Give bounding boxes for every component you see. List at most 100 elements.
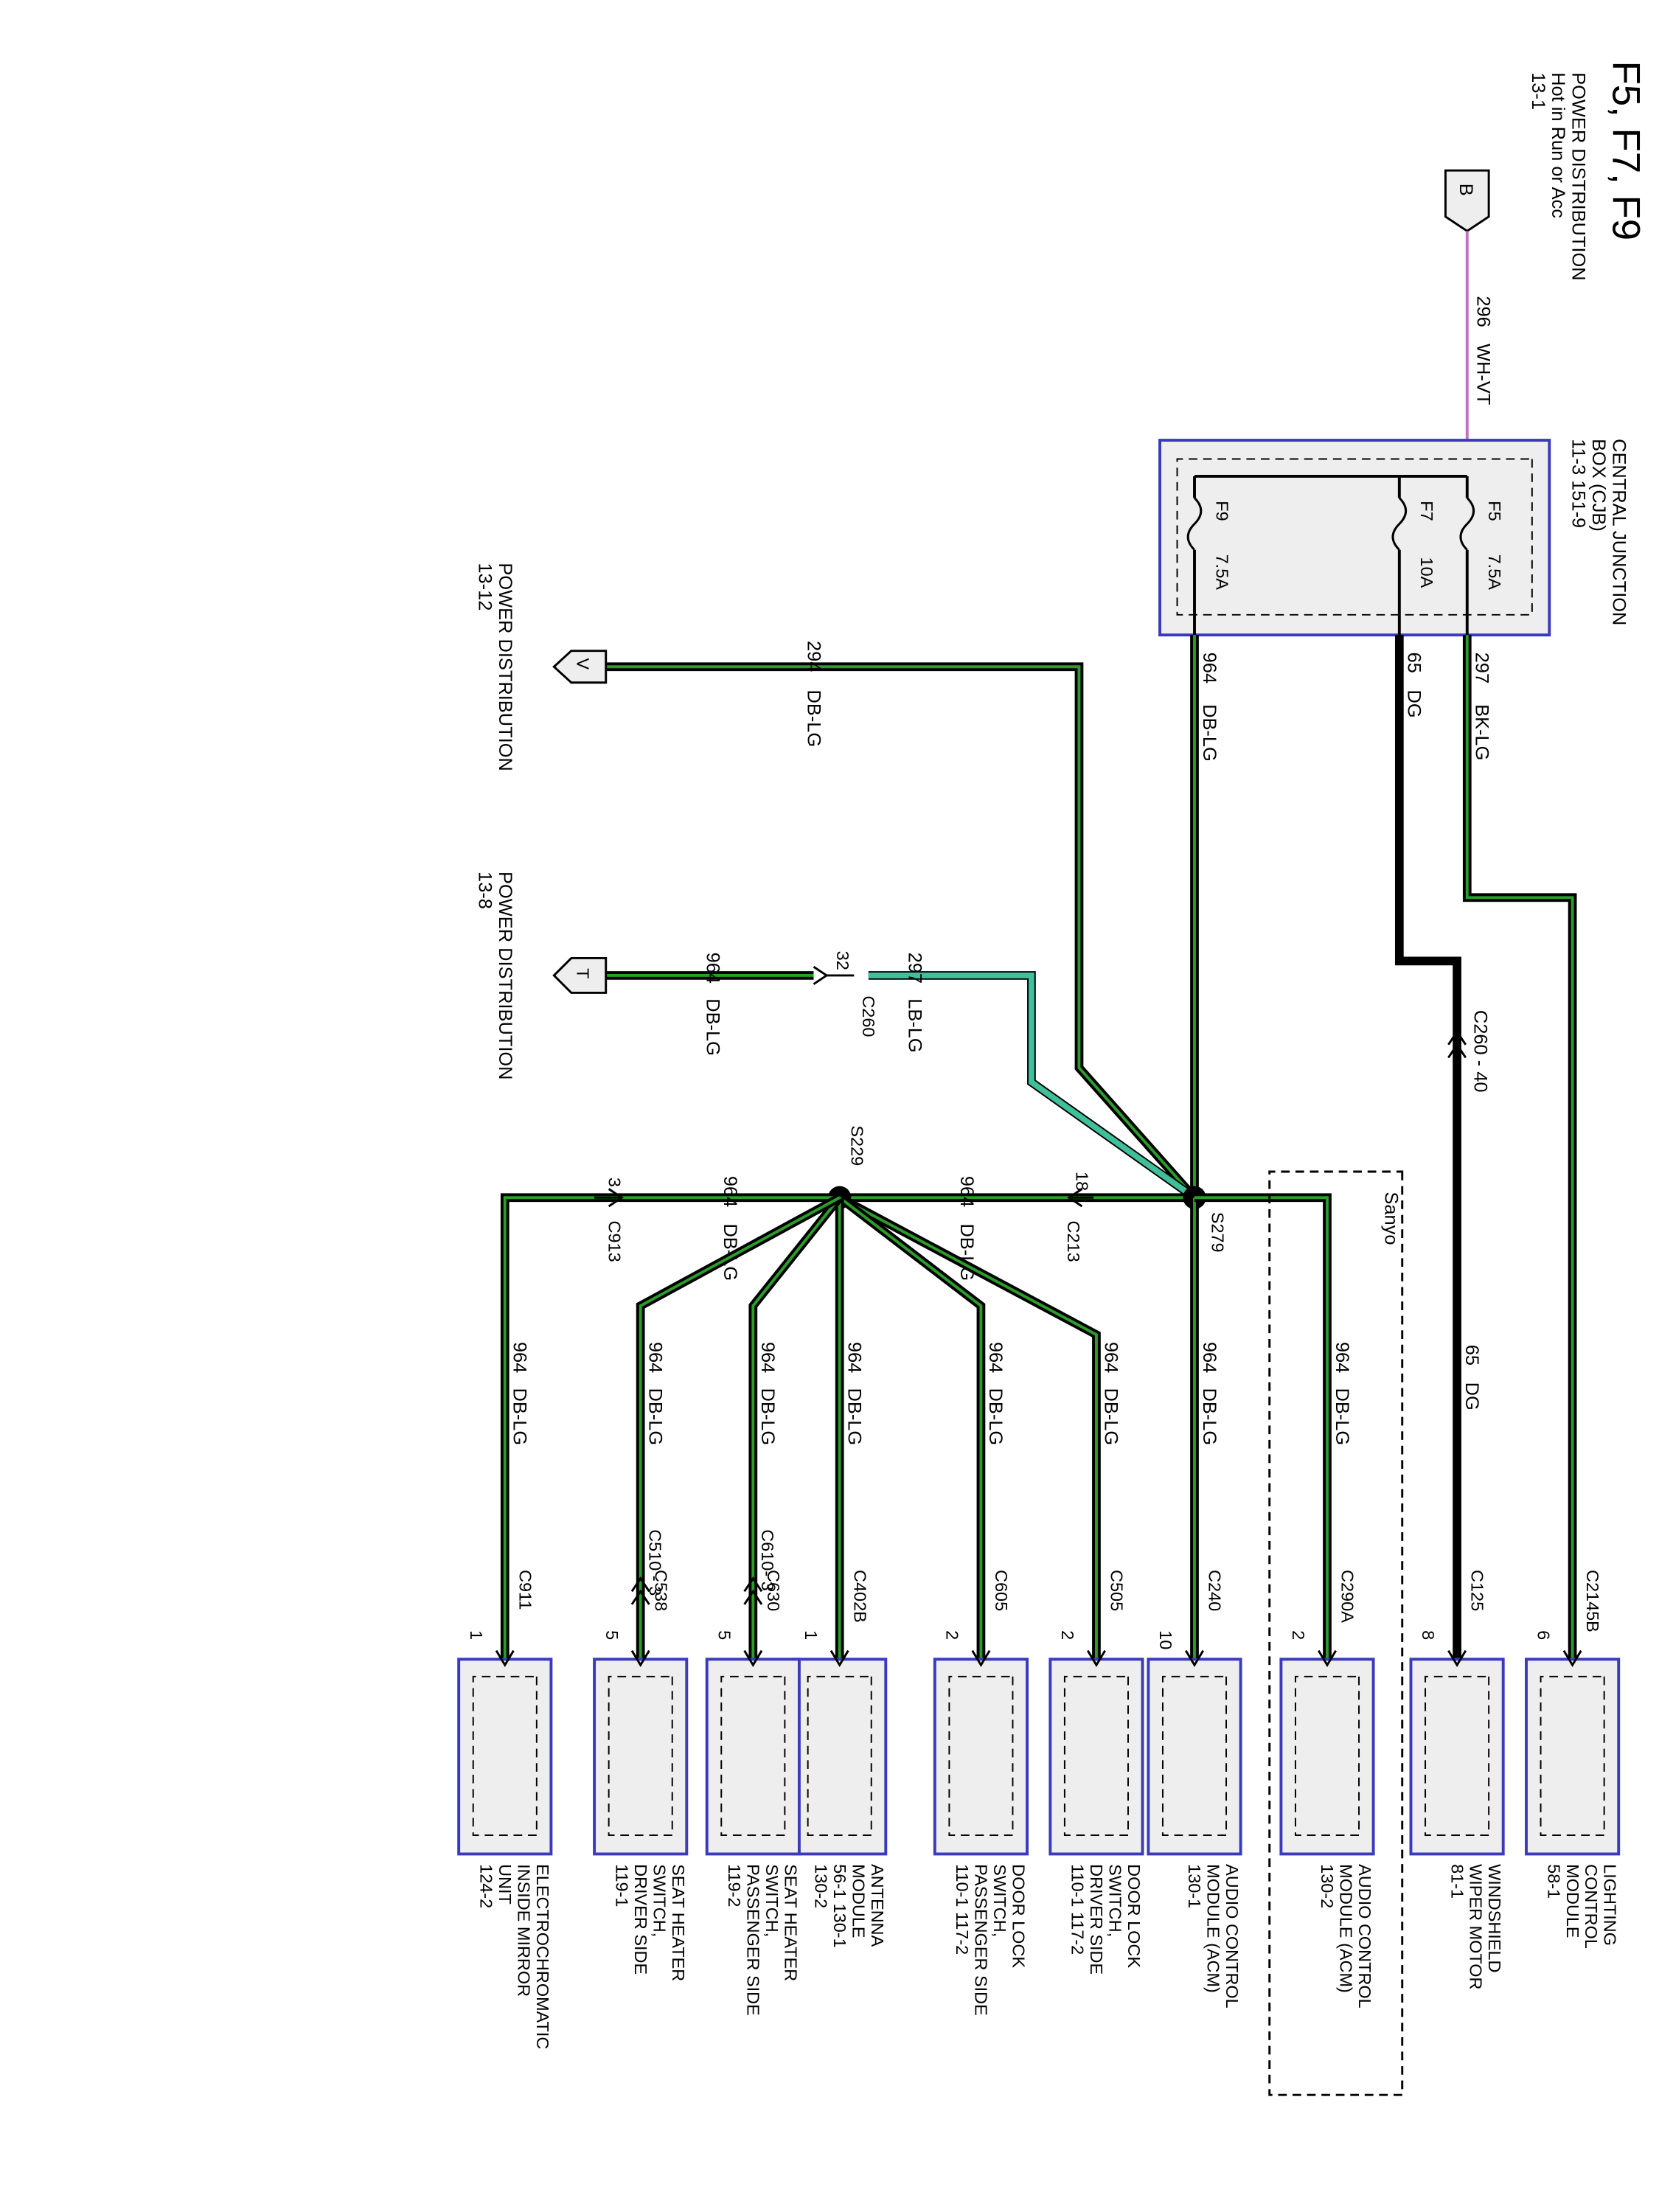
component-label: SWITCH, [990, 1864, 1009, 1937]
component-label: 119-2 [725, 1864, 744, 1907]
component-pin: 6 [1534, 1630, 1554, 1640]
component-connector: C505 [1107, 1570, 1127, 1611]
svg-text:Hot in Run or Acc: Hot in Run or Acc [1548, 72, 1568, 218]
component-label: WIPER MOTOR [1467, 1864, 1486, 1989]
component-connector: C2145B [1583, 1570, 1602, 1632]
c610-label: C610- 3 [758, 1529, 777, 1591]
wire-s279-s229-circuit: 964 [956, 1176, 977, 1207]
component-pin: 1 [467, 1630, 486, 1640]
svg-text:11-3 151-9: 11-3 151-9 [1568, 439, 1589, 528]
drop-labels: 964 DB-LG 964 DB-LG 964 DB-LG 964 DB-LG … [509, 1342, 1352, 1445]
svg-text:F7: F7 [1417, 501, 1436, 521]
component-pin: 2 [942, 1630, 961, 1640]
connector-arrow-icon [743, 1649, 763, 1668]
component-box [705, 1658, 801, 1856]
component-label: 110-1 117-2 [953, 1864, 972, 1955]
cjb-inner [1176, 458, 1533, 616]
svg-text:13-1: 13-1 [1528, 72, 1548, 110]
c510-label: C510 - 3 [645, 1529, 664, 1596]
component-box [1147, 1658, 1242, 1856]
component-label: SEAT HEATER [669, 1864, 688, 1981]
component-connector: C630 [764, 1570, 783, 1611]
c260-label: C260 [859, 995, 878, 1037]
c610-connector-icon [743, 1589, 763, 1605]
component-label: 110-1 117-2 [1068, 1864, 1088, 1955]
connector-arrow-icon [1562, 1649, 1582, 1668]
c213-pin: 18 [1073, 1172, 1092, 1191]
svg-text:F9: F9 [1212, 501, 1231, 521]
fuse-f7: F7 10A [1391, 497, 1436, 636]
component-label: CONTROL [1582, 1864, 1601, 1949]
svg-text:7.5A: 7.5A [1485, 554, 1504, 591]
svg-text:964: 964 [1101, 1342, 1121, 1373]
wire-297-circuit: 297 [1472, 653, 1492, 684]
connector-b-label: B [1455, 184, 1476, 196]
svg-text:DB-LG: DB-LG [509, 1388, 530, 1445]
component-label: UNIT [495, 1864, 515, 1905]
component-label: ELECTROCHROMATIC [533, 1864, 552, 2049]
svg-text:DB-LG: DB-LG [757, 1388, 778, 1445]
component-connector: C538 [651, 1570, 670, 1611]
wire-297-lblg-circuit: 297 [905, 953, 925, 984]
component-pin: 2 [1289, 1630, 1308, 1640]
wire-297-bklg [1462, 635, 1577, 1660]
component-box [1048, 1658, 1144, 1856]
component-label: WINDSHIELD [1485, 1864, 1504, 1972]
connector-t-label: T [574, 968, 593, 978]
component-label: LIGHTING [1601, 1864, 1620, 1946]
component-inner [1540, 1675, 1605, 1836]
cjb-box [1158, 439, 1551, 637]
component-inner [472, 1675, 538, 1836]
svg-text:964: 964 [644, 1342, 665, 1373]
wire-297-lblg-color: LB-LG [905, 998, 925, 1052]
component-connector: C911 [515, 1570, 535, 1610]
svg-text:DB-LG: DB-LG [985, 1388, 1006, 1445]
component-label: 130-1 [1185, 1864, 1204, 1908]
c913-pin: 3 [605, 1178, 625, 1187]
connector-arrow-icon [495, 1649, 515, 1668]
c510-connector-icon [630, 1589, 650, 1605]
svg-text:DB-LG: DB-LG [1332, 1388, 1352, 1445]
component-label: 130-2 [1318, 1864, 1337, 1908]
component-label: DOOR LOCK [1009, 1864, 1028, 1968]
component-inner [608, 1675, 673, 1836]
component-label: MODULE (ACM) [1204, 1864, 1223, 1993]
svg-text:DB-LG: DB-LG [1101, 1388, 1121, 1445]
component-inner [807, 1675, 872, 1836]
connector-b-icon [1444, 169, 1490, 233]
wire-65-dg [1394, 635, 1461, 1660]
connector-arrow-icon [1086, 1649, 1106, 1668]
component-row: C2145B6LIGHTINGCONTROLMODULE58-1C1258WIN… [457, 1570, 1621, 2049]
component-label: 56-1 130-1 [830, 1864, 849, 1948]
component-label: PASSENGER SIDE [972, 1864, 991, 2016]
fuse-f5: F5 7.5A [1459, 497, 1504, 636]
component-label: 130-2 [811, 1864, 830, 1908]
component-pin: 5 [714, 1630, 734, 1640]
svg-text:DB-LG: DB-LG [1199, 1388, 1220, 1445]
component-label: INSIDE MIRROR [514, 1864, 533, 1997]
component-pin: 2 [1058, 1630, 1077, 1640]
svg-text:F5: F5 [1485, 501, 1504, 521]
component-box [933, 1658, 1029, 1856]
component-box [1525, 1658, 1621, 1856]
component-label: 81-1 [1447, 1864, 1467, 1899]
connector-v-label: V [574, 658, 593, 669]
component-inner [1063, 1675, 1129, 1836]
component-label: DRIVER SIDE [631, 1864, 650, 1975]
svg-text:964: 964 [844, 1342, 864, 1373]
component-label: AUDIO CONTROL [1222, 1864, 1242, 2008]
splice-s229-label: S229 [847, 1125, 866, 1166]
wire-964-f9-color: DB-LG [1199, 704, 1220, 762]
component-label: DOOR LOCK [1124, 1864, 1144, 1968]
diagram-title: F5, F7, F9 [1604, 60, 1647, 240]
c260-pin: 32 [833, 951, 852, 970]
sanyo-region [1268, 1170, 1404, 2096]
wiper-wire-color: DG [1461, 1382, 1482, 1411]
fuse-f9: F9 7.5A [1186, 497, 1231, 636]
pd-v-label: POWER DISTRIBUTION 13-12 [475, 563, 515, 771]
